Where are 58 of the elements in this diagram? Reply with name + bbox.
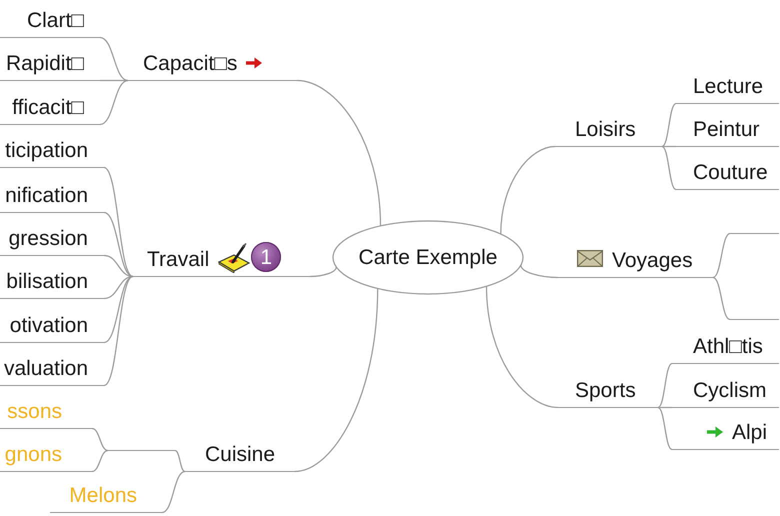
branch-connector: [296, 80, 382, 226]
topic-label: valuation: [4, 356, 88, 382]
branch-connector: [100, 80, 128, 126]
branch-connector: [662, 146, 676, 148]
branch-connector: [104, 276, 134, 300]
topic-label: gnons: [4, 442, 62, 468]
branch-connector: [104, 212, 134, 278]
branch-connector: [294, 288, 378, 472]
central-topic-ellipse: [332, 220, 524, 295]
topic-label: Couture: [693, 160, 768, 186]
branch-connector: [100, 36, 128, 82]
branch-connector: [310, 266, 337, 278]
branch-connector: [658, 362, 672, 408]
blank-subtopic-line: [730, 319, 779, 320]
topic-label: Travail: [147, 247, 210, 273]
topic-label: Melons: [69, 483, 137, 509]
topic-label: Alpi: [732, 420, 768, 446]
topic-label: Lecture: [693, 74, 764, 100]
branch-connector: [658, 406, 672, 408]
topic-label: nification: [5, 183, 88, 209]
branch-connector: [486, 286, 558, 408]
topic-label: gression: [8, 226, 88, 252]
branch-connector: [104, 167, 134, 277]
branch-connector: [712, 232, 730, 278]
branch-connector: [104, 276, 134, 344]
topic-label: Voyages: [612, 248, 693, 274]
priority-number-marker: 1: [251, 242, 282, 272]
topic-label: bilisation: [6, 269, 88, 295]
topic-label: Clart□: [26, 8, 84, 34]
branch-connector: [162, 470, 186, 514]
branch-connector: [104, 254, 134, 278]
branch-connector: [500, 146, 556, 234]
topic-label: fficacit□: [12, 95, 84, 121]
topic-label: Peintur: [693, 117, 760, 143]
topic-label: Cyclism: [693, 378, 766, 404]
topic-label: otivation: [10, 313, 88, 339]
topic-label: Rapidit□: [6, 51, 84, 77]
branch-connector: [662, 146, 676, 190]
central-topic-label: Carte Exemple: [358, 245, 498, 270]
main-branch-topic: [558, 248, 713, 278]
branch-connector: [174, 450, 186, 472]
branch-connector: [100, 80, 128, 82]
topic-label: Capacit□s: [143, 51, 238, 77]
topic-label: Cuisine: [205, 442, 276, 468]
branch-connector: [662, 102, 676, 148]
topic-label: Loisirs: [575, 117, 636, 143]
topic-label: Athl□tis: [693, 334, 763, 360]
branch-connector: [92, 450, 108, 472]
branch-connector: [658, 406, 672, 450]
branch-connector: [712, 276, 730, 320]
topic-label: ssons: [7, 399, 62, 425]
branch-connector: [520, 264, 558, 278]
blank-subtopic-line: [730, 233, 779, 234]
branch-connector: [104, 276, 134, 386]
topic-label: ticipation: [5, 138, 88, 164]
topic-label: Sports: [575, 378, 636, 404]
blank-subtopic-line: [108, 450, 175, 451]
branch-connector: [92, 428, 108, 452]
